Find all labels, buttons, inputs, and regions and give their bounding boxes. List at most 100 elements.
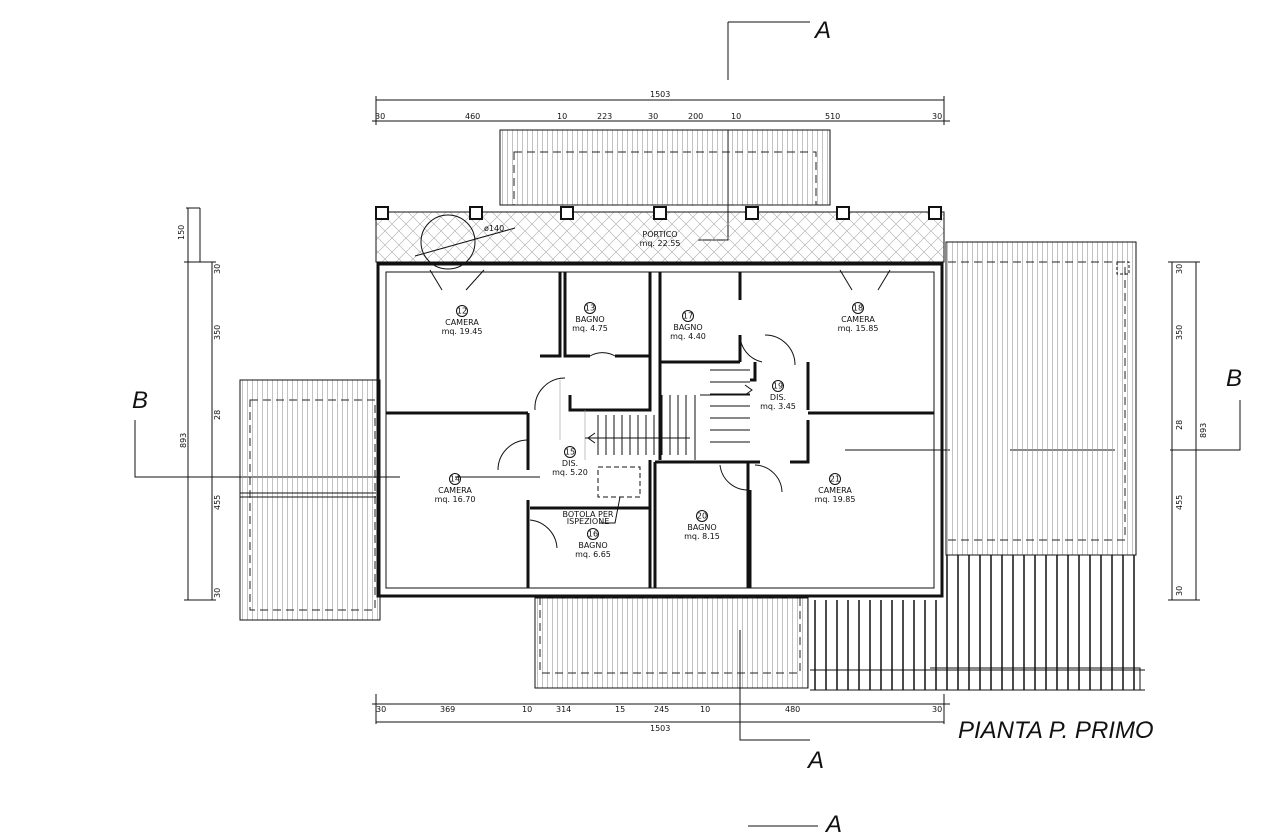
- hatch-note-line1: BOTOLA PER: [563, 510, 614, 519]
- room-number: 19: [773, 382, 783, 391]
- dim-right: 455: [1175, 495, 1184, 510]
- doors: [429, 269, 891, 549]
- dim-bottom: 480: [785, 705, 800, 714]
- room-number: 17: [683, 312, 693, 321]
- dim-top: 223: [597, 112, 612, 121]
- room-number-circle: [696, 510, 708, 522]
- portico-name: PORTICO: [642, 230, 677, 239]
- left-dimensions: 150 30 350 28 893 455 30: [177, 207, 222, 601]
- dim-top: 200: [688, 112, 703, 121]
- staircase: [585, 369, 753, 460]
- drain-icon: [1116, 261, 1130, 275]
- room-name: CAMERA: [445, 318, 479, 327]
- room-name: BAGNO: [575, 315, 604, 324]
- dim-bottom: 314: [556, 705, 571, 714]
- room-name: BAGNO: [578, 541, 607, 550]
- dim-bottom: 15: [615, 705, 625, 714]
- portico-column: [653, 206, 667, 220]
- portico-column: [469, 206, 483, 220]
- dim-bottom: 10: [522, 705, 532, 714]
- section-marker-b-left: B: [132, 387, 148, 414]
- dim-bottom: 245: [654, 705, 669, 714]
- room-name: CAMERA: [438, 486, 472, 495]
- portico-column: [560, 206, 574, 220]
- room-name: DIS.: [562, 459, 578, 468]
- room-number-circle: [587, 528, 599, 540]
- dim-left: 28: [213, 410, 222, 420]
- room-area: mq. 3.45: [760, 402, 796, 411]
- dim-right: 350: [1175, 325, 1184, 340]
- portico-column: [375, 206, 389, 220]
- dim-left: 30: [213, 264, 222, 274]
- section-marker-a-top: A: [813, 17, 831, 44]
- room-number-circle: [456, 305, 468, 317]
- dim-top: 10: [731, 112, 741, 121]
- dim-top: 30: [932, 112, 942, 121]
- dim-top: 10: [557, 112, 567, 121]
- dim-right: 893: [1199, 423, 1208, 438]
- dim-top-total: 1503: [650, 90, 670, 99]
- bottom-dimensions: 30 369 10 314 15 245 10 480 30 1503: [372, 694, 950, 733]
- room-area: mq. 5.20: [552, 468, 588, 477]
- dim-left: 30: [213, 588, 222, 598]
- room-name: BAGNO: [687, 523, 716, 532]
- room-number-circle: [449, 473, 461, 485]
- portico-area: mq. 22.55: [640, 239, 681, 248]
- portico-column: [836, 206, 850, 220]
- room-name: BAGNO: [673, 323, 702, 332]
- portico: ø140 PORTICO mq. 22.55: [375, 206, 945, 270]
- building-walls: [376, 262, 944, 598]
- top-balcony: [499, 129, 831, 206]
- right-dimensions: 30 350 28 893 455 30: [1168, 261, 1208, 601]
- room-area: mq. 15.85: [838, 324, 879, 333]
- dim-top: 30: [375, 112, 385, 121]
- section-marker-a-bottom: A: [806, 747, 824, 774]
- dim-right: 30: [1175, 586, 1184, 596]
- dim-left: 350: [213, 325, 222, 340]
- room-area: mq. 4.75: [572, 324, 608, 333]
- dim-top: 460: [465, 112, 480, 121]
- dim-bottom: 10: [700, 705, 710, 714]
- room-area: mq. 8.15: [684, 532, 720, 541]
- dim-top: 30: [648, 112, 658, 121]
- right-terrace: [945, 241, 1137, 556]
- top-dimensions: 1503 30 460 10 223 30 200 10 510 30: [372, 90, 950, 125]
- dim-left: 455: [213, 495, 222, 510]
- tree-circle: [420, 214, 476, 270]
- dim-bottom: 30: [376, 705, 386, 714]
- room-number-circle: [584, 302, 596, 314]
- left-balcony: [239, 379, 381, 621]
- dim-top: 510: [825, 112, 840, 121]
- room-number: 18: [853, 304, 863, 313]
- room-name: DIS.: [770, 393, 786, 402]
- dim-right: 30: [1175, 264, 1184, 274]
- section-marker-b-right: B: [1226, 365, 1242, 392]
- dim-left: 150: [177, 225, 186, 240]
- room-area: mq. 4.40: [670, 332, 706, 341]
- room-number: 15: [565, 448, 575, 457]
- room-name: CAMERA: [818, 486, 852, 495]
- dim-left: 893: [179, 433, 188, 448]
- room-number: 21: [830, 475, 840, 484]
- inspection-hatch: [597, 466, 641, 498]
- portico-column: [928, 206, 942, 220]
- dim-bottom-total: 1503: [650, 724, 670, 733]
- tree-diameter-label: ø140: [484, 224, 504, 233]
- room-number: 13: [585, 304, 595, 313]
- bottom-balcony: [534, 597, 809, 689]
- dim-bottom: 369: [440, 705, 455, 714]
- room-area: mq. 19.45: [442, 327, 483, 336]
- dim-bottom: 30: [932, 705, 942, 714]
- room-area: mq. 16.70: [435, 495, 476, 504]
- room-number-circle: [682, 310, 694, 322]
